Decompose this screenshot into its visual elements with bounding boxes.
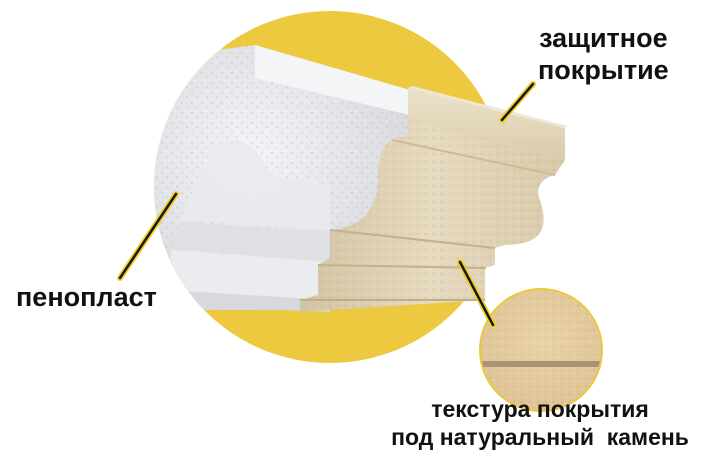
label-coating-texture: текстура покрытия под натуральный камень xyxy=(375,398,701,449)
label-coating-line1: защитное xyxy=(539,23,668,53)
label-foam: пенопласт xyxy=(16,282,157,312)
label-protective-coating: защитное покрытие xyxy=(538,25,669,84)
texture-swatch xyxy=(479,288,603,412)
label-texture-line2: под натуральный камень xyxy=(391,424,689,450)
label-texture-line1: текстура покрытия xyxy=(431,396,649,422)
label-coating-line2: покрытие xyxy=(538,55,669,85)
protective-coating xyxy=(300,86,568,312)
callout-lines xyxy=(117,81,536,328)
